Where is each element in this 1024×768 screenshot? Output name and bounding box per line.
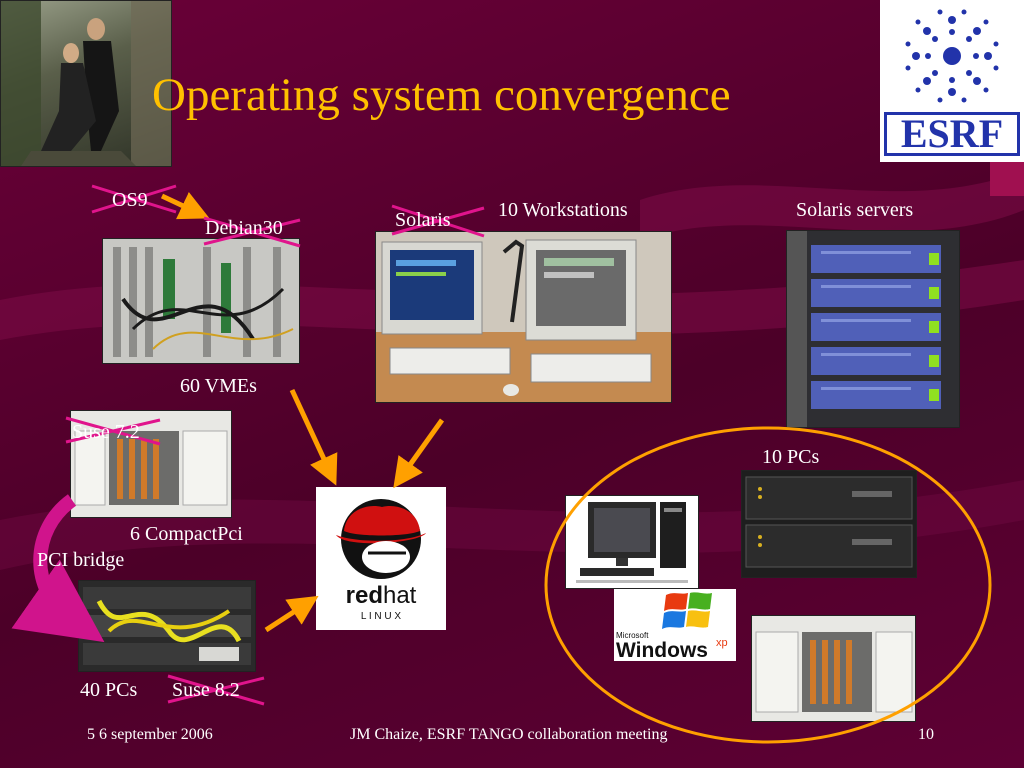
- workstations-to-redhat-arrow: [393, 418, 445, 489]
- footer-event: JM Chaize, ESRF TANGO collaboration meet…: [350, 726, 668, 743]
- vme-rack-photo: [102, 238, 300, 364]
- server-rack: [787, 231, 959, 427]
- footer-page-number: 10: [918, 726, 934, 743]
- label-40-pcs: 40 PCs: [80, 679, 138, 701]
- esrf-logo-text: ESRF: [900, 111, 1004, 156]
- windows-xp-logo: Microsoft Windows xp: [614, 589, 736, 662]
- desktop-pc-photo: [565, 495, 699, 589]
- ten-pcs-photo: [741, 470, 917, 578]
- redhat-shadowman-icon: [336, 499, 426, 579]
- compactpci-chassis: [71, 411, 231, 517]
- pc-rack-photo: [78, 580, 256, 672]
- label-os9: OS9: [112, 189, 148, 211]
- workstations-photo: [375, 231, 672, 403]
- redhat-wordmark: redhat: [316, 583, 446, 609]
- slide-title: Operating system convergence: [152, 69, 731, 121]
- footer-date: 5 6 september 2006: [87, 726, 213, 743]
- dancers-figure: [1, 1, 171, 166]
- windows-group-ellipse: [544, 426, 992, 744]
- compactpci-right-chassis: [752, 616, 915, 721]
- label-pci-bridge: PCI bridge: [37, 549, 125, 571]
- strike-marks: [65, 184, 485, 706]
- label-suse82: Suse 8.2: [172, 679, 240, 701]
- esrf-logo: ESRF: [880, 0, 1024, 162]
- vme-to-redhat-arrow: [289, 388, 338, 486]
- compactpci-right-photo: [751, 615, 916, 722]
- os9-to-debian-arrow: [160, 192, 210, 220]
- redhat-logo: redhat L I N U X: [316, 487, 446, 630]
- tango-dancers-photo: [0, 0, 172, 167]
- workstation-monitors: [376, 232, 671, 402]
- label-compactpci: 6 CompactPci: [130, 523, 243, 545]
- desktop-pc: [566, 496, 698, 588]
- label-10-pcs: 10 PCs: [762, 446, 820, 468]
- pcs-to-redhat-arrow: [264, 595, 319, 633]
- redhat-hat-text: hat: [382, 582, 417, 609]
- xp-text: xp: [716, 637, 728, 649]
- corner-accent: [990, 160, 1024, 196]
- esrf-dots-icon: [905, 9, 999, 103]
- microsoft-text: Microsoft: [616, 631, 649, 640]
- solaris-servers-photo: [786, 230, 960, 428]
- redhat-red-text: red: [345, 582, 383, 609]
- compactpci-photo: [70, 410, 232, 518]
- windows-flag-icon: [662, 592, 712, 629]
- label-debian: Debian30: [205, 217, 283, 239]
- rack-pc-units: [742, 471, 916, 577]
- label-solaris-servers: Solaris servers: [796, 199, 914, 221]
- pci-bridge-arrow: [11, 494, 105, 643]
- label-workstations: 10 Workstations: [498, 199, 628, 221]
- redhat-linux-text: L I N U X: [360, 611, 402, 622]
- pc-rack-cables: [79, 581, 255, 671]
- label-solaris: Solaris: [395, 209, 451, 231]
- vme-cards: [103, 239, 299, 363]
- windows-text: Windows: [616, 639, 708, 662]
- label-vmes: 60 VMEs: [180, 375, 257, 397]
- label-suse72: Suse 7.2: [72, 421, 140, 443]
